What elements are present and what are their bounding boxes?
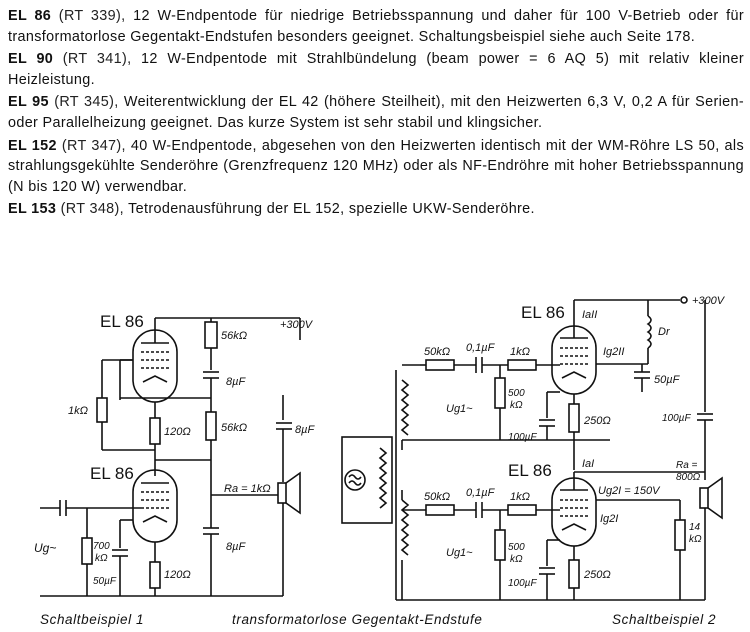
tube-code: EL 90 [8, 51, 54, 68]
label-tube-top: EL 86 [521, 303, 565, 322]
tube-description: 40 W-Endpentode, abgesehen von den Heizw… [8, 137, 744, 195]
datasheet-text: EL 86 (RT 339), 12 W-Endpentode für nied… [8, 6, 744, 222]
speaker-icon [277, 482, 287, 504]
label-ia2: IaII [582, 309, 597, 321]
label-r500k-top-unit: kΩ [510, 400, 523, 411]
label-r250-bot: 250Ω [583, 569, 611, 581]
circuit-1 [40, 317, 301, 597]
label-ra: Ra = 1kΩ [224, 483, 271, 495]
label-ig22: Ig2II [603, 346, 624, 358]
label-tube-top: EL 86 [100, 312, 144, 331]
label-r1k-top: 1kΩ [510, 346, 530, 358]
label-ug: Ug~ [34, 541, 56, 555]
circuit-2 [395, 296, 723, 601]
tube-reference: (RT 341), [62, 51, 132, 68]
caption-center: transformatorlose Gegentakt-Endstufe [232, 612, 483, 627]
label-r14k: 14 [689, 522, 701, 533]
speaker-icon [699, 487, 709, 509]
tube-description: Weiterentwicklung der EL 42 (höhere Stei… [8, 94, 744, 131]
label-ra-val: 800Ω [676, 472, 701, 483]
label-tube-bottom: EL 86 [508, 461, 552, 480]
label-c8uf-right: 8µF [295, 424, 315, 436]
label-r14k-unit: kΩ [689, 534, 702, 545]
label-r120-top: 120Ω [164, 426, 191, 438]
circuit-diagrams: EL 86 56kΩ +300V 8µF 1kΩ 120Ω 56kΩ 8µF E… [34, 295, 726, 601]
label-r50k-top: 50kΩ [424, 346, 450, 358]
tube-reference: (RT 339), [58, 8, 126, 24]
paragraph-el90: EL 90 (RT 341), 12 W-Endpentode mit Stra… [8, 49, 744, 90]
label-r50k-bot: 50kΩ [424, 491, 450, 503]
label-c100-right: 100µF [662, 413, 691, 424]
label-r700k: 700 [93, 541, 110, 552]
label-r1k: 1kΩ [68, 405, 88, 417]
tube-code: EL 95 [8, 94, 49, 111]
label-c100-bot: 100µF [508, 578, 537, 589]
label-r500k-bot-unit: kΩ [510, 554, 523, 565]
label-c01-bot: 0,1µF [466, 487, 496, 499]
label-supply: +300V [692, 295, 726, 307]
label-r500k-top: 500 [508, 388, 525, 399]
label-c50uf: 50µF [654, 374, 681, 386]
tube-code: EL 152 [8, 137, 57, 154]
label-ug2: Ug2I = 150V [598, 485, 661, 497]
label-r250-top: 250Ω [583, 415, 611, 427]
label-ia1: IaI [582, 458, 594, 470]
caption-left: Schaltbeispiel 1 [40, 612, 145, 627]
label-c8uf-bottom: 8µF [226, 541, 246, 553]
label-dr: Dr [658, 326, 671, 338]
paragraph-el86: EL 86 (RT 339), 12 W-Endpentode für nied… [8, 6, 744, 47]
tube-code: EL 86 [8, 8, 52, 24]
label-ug1-top: Ug1~ [446, 403, 473, 415]
label-c8uf-top: 8µF [226, 376, 246, 388]
label-r1k-bot: 1kΩ [510, 491, 530, 503]
tube-description: 12 W-Endpentode für niedrige Betriebsspa… [8, 8, 744, 45]
tube-description: Tetrodenausführung der EL 152, spezielle… [124, 201, 535, 218]
paragraph-el95: EL 95 (RT 345), Weiterentwicklung der EL… [8, 92, 744, 133]
tube-description: 12 W-Endpentode mit Strahlbündelung (bea… [8, 51, 744, 88]
label-r500k-bot: 500 [508, 542, 525, 553]
label-r56k-top: 56kΩ [221, 330, 247, 342]
tube-reference: (RT 345), [54, 94, 119, 111]
paragraph-el152: EL 152 (RT 347), 40 W-Endpentode, abgese… [8, 136, 744, 198]
label-ra: Ra = [676, 460, 698, 471]
label-tube-bottom: EL 86 [90, 464, 134, 483]
label-r700k-unit: kΩ [95, 553, 108, 564]
tube-reference: (RT 347), [61, 137, 126, 154]
label-supply: +300V [280, 319, 314, 331]
tube-bottom-envelope [132, 469, 178, 543]
label-r120-bottom: 120Ω [164, 569, 191, 581]
paragraph-el153: EL 153 (RT 348), Tetrodenausführung der … [8, 199, 744, 220]
label-ig21: Ig2I [600, 513, 618, 525]
caption-right: Schaltbeispiel 2 [612, 612, 717, 627]
tube-code: EL 153 [8, 201, 57, 218]
label-c50uf: 50µF [93, 576, 117, 587]
tube-reference: (RT 348), [60, 201, 125, 218]
label-r56k-mid: 56kΩ [221, 422, 247, 434]
label-c100-top: 100µF [508, 432, 537, 443]
ac-source-transformer [341, 436, 393, 524]
label-ug1-bot: Ug1~ [446, 547, 473, 559]
ac-source-icon [344, 469, 366, 491]
label-c01-top: 0,1µF [466, 342, 496, 354]
